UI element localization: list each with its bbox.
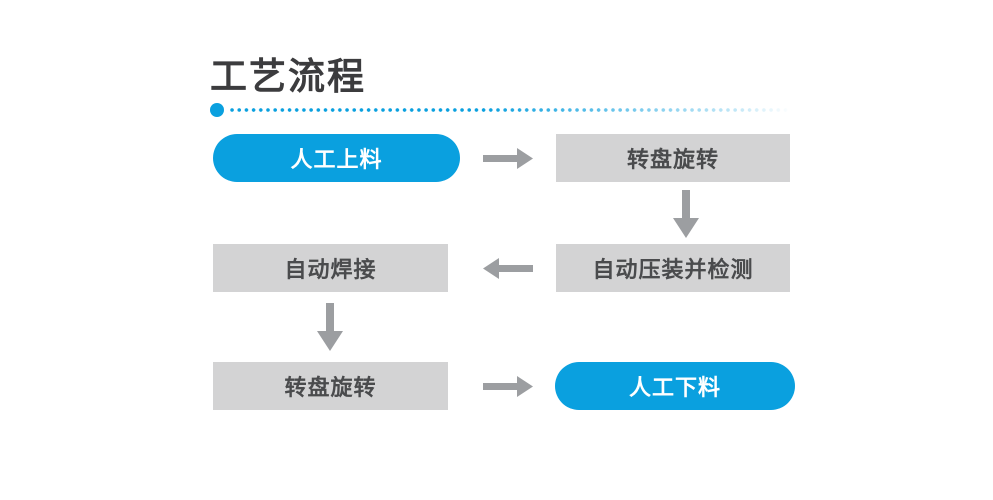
flow-node-manual-unloading: 人工下料 [555, 362, 795, 410]
section-title: 工艺流程 [210, 56, 366, 97]
arrow-left-icon [483, 257, 533, 280]
flow-node-manual-loading: 人工上料 [213, 134, 460, 182]
arrow-down-icon [673, 190, 699, 238]
arrow-right-icon [483, 375, 533, 398]
divider-start-dot [210, 103, 224, 117]
flow-node-turntable-rotate-2: 转盘旋转 [213, 362, 448, 410]
arrow-right-icon [483, 147, 533, 170]
dotted-divider [210, 103, 792, 117]
flow-node-auto-welding: 自动焊接 [213, 244, 448, 292]
flow-node-turntable-rotate-1: 转盘旋转 [556, 134, 790, 182]
divider-dots [230, 106, 792, 114]
arrow-down-icon [317, 303, 343, 351]
flow-node-auto-press-detect: 自动压装并检测 [556, 244, 790, 292]
